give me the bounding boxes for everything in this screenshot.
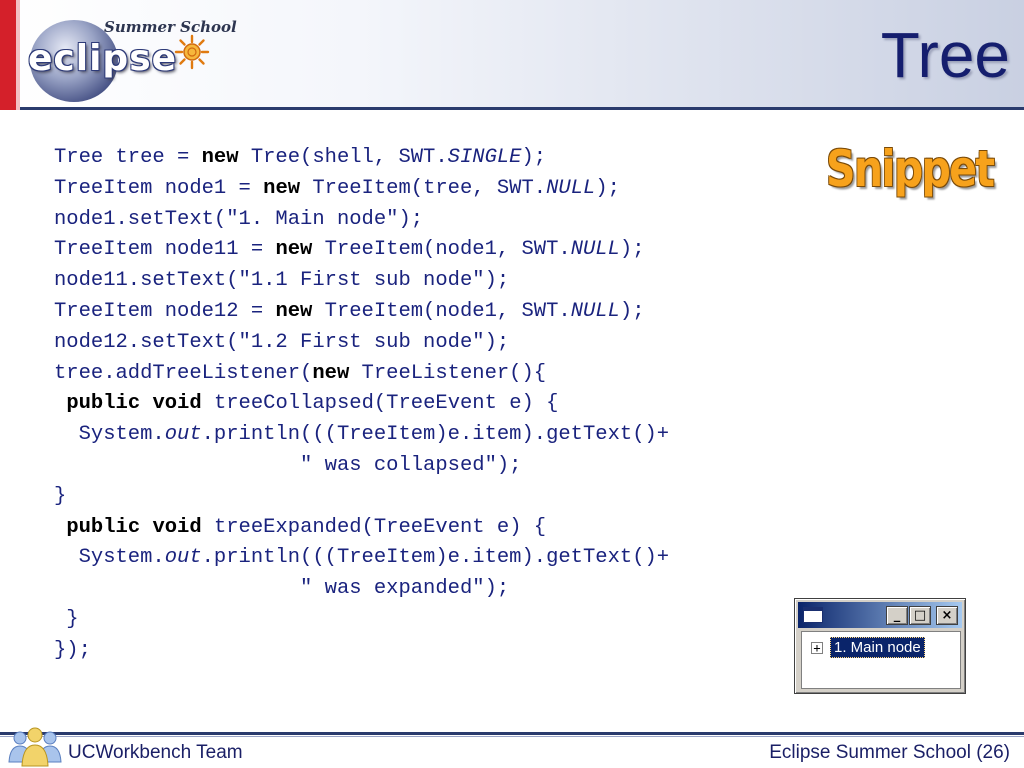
code-keyword: new	[263, 176, 301, 200]
code-line: });	[54, 636, 834, 667]
code-text: tree.addTreeListener(	[54, 361, 313, 385]
code-line: Tree tree = new Tree(shell, SWT.SINGLE);	[54, 143, 834, 174]
code-text: TreeItem node11 =	[54, 238, 276, 262]
code-text: treeExpanded(TreeEvent e) {	[201, 515, 547, 539]
code-keyword: public	[66, 392, 141, 416]
code-line: node11.setText("1.1 First sub node");	[54, 266, 834, 297]
code-text: );	[619, 299, 645, 323]
code-text: System.	[54, 423, 165, 447]
code-constant: out	[164, 546, 202, 570]
footer-page-label: Eclipse Summer School (26)	[769, 742, 1010, 763]
code-text: });	[54, 638, 91, 662]
code-text: }	[54, 484, 67, 508]
team-people-icon	[8, 727, 62, 767]
code-text: Tree(shell, SWT.	[238, 146, 448, 169]
code-text: .println(((TreeItem)e.item).getText()+	[201, 546, 670, 570]
code-text: );	[521, 146, 547, 169]
tree-expand-icon[interactable]: +	[811, 642, 823, 654]
footer-team-name: UCWorkbench Team	[68, 742, 243, 763]
close-button[interactable]: ×	[936, 606, 958, 625]
code-text: " was expanded");	[54, 577, 510, 601]
code-text: System.	[54, 546, 165, 570]
code-text: .println(((TreeItem)e.item).getText()+	[201, 423, 670, 447]
summer-school-label: Summer School	[104, 18, 237, 36]
code-keyword: new	[312, 361, 350, 385]
code-keyword: void	[152, 515, 202, 539]
code-text	[140, 392, 152, 415]
code-text	[54, 516, 66, 539]
example-tree-window: _ □ × + 1. Main node	[794, 598, 966, 694]
code-line: tree.addTreeListener(new TreeListener(){	[54, 359, 834, 390]
code-text: TreeItem(node1, SWT.	[312, 238, 571, 262]
footer-divider-thin	[0, 736, 1024, 737]
code-line: System.out.println(((TreeItem)e.item).ge…	[54, 420, 834, 451]
code-text: TreeItem(node1, SWT.	[312, 299, 571, 323]
sun-icon	[174, 34, 210, 70]
code-line: public void treeExpanded(TreeEvent e) {	[54, 513, 834, 544]
code-text: TreeListener(){	[349, 361, 547, 385]
code-text: node1.setText("1. Main node");	[54, 207, 424, 231]
snippet-badge: Snippet	[826, 140, 995, 198]
code-text: TreeItem node1 =	[54, 176, 264, 200]
code-text: node11.setText("1.1 First sub node");	[54, 269, 510, 293]
eclipse-logo-text: eclipse	[28, 38, 178, 79]
code-line: " was expanded");	[54, 574, 834, 605]
code-text: node12.setText("1.2 First sub node");	[54, 330, 510, 354]
code-constant: NULL	[570, 299, 620, 323]
code-line: }	[54, 605, 834, 636]
code-constant: out	[164, 423, 202, 447]
slide-title: Tree	[880, 19, 1010, 91]
code-constant: NULL	[570, 238, 620, 262]
code-keyword: new	[275, 238, 313, 262]
minimize-button[interactable]: _	[886, 606, 908, 625]
code-keyword: new	[275, 299, 313, 323]
code-line: TreeItem node1 = new TreeItem(tree, SWT.…	[54, 174, 834, 205]
code-line: node12.setText("1.2 First sub node");	[54, 328, 834, 359]
header-accent-bar	[0, 0, 16, 110]
code-keyword: public	[66, 515, 141, 539]
code-line: System.out.println(((TreeItem)e.item).ge…	[54, 543, 834, 574]
header-accent-stripe	[16, 0, 20, 110]
window-titlebar: _ □ ×	[798, 602, 962, 628]
tree-view: + 1. Main node	[801, 631, 961, 689]
code-constant: SINGLE	[447, 146, 522, 169]
tree-item-main-node[interactable]: 1. Main node	[830, 637, 925, 658]
code-line: }	[54, 482, 834, 513]
code-line: node1.setText("1. Main node");	[54, 205, 834, 236]
code-text	[54, 392, 66, 415]
code-line: " was collapsed");	[54, 451, 834, 482]
code-text: }	[54, 607, 79, 631]
code-text: TreeItem(tree, SWT.	[300, 176, 547, 200]
code-text: TreeItem node12 =	[54, 299, 276, 323]
window-app-icon	[803, 607, 823, 623]
code-text: );	[619, 238, 645, 262]
code-keyword: void	[152, 392, 202, 416]
code-keyword: new	[201, 146, 239, 169]
code-text: treeCollapsed(TreeEvent e) {	[201, 392, 559, 416]
code-text	[140, 516, 152, 539]
eclipse-logo-sphere-icon	[30, 20, 118, 102]
code-line: public void treeCollapsed(TreeEvent e) {	[54, 389, 834, 420]
footer-divider	[0, 732, 1024, 735]
code-constant: NULL	[546, 176, 596, 200]
code-line: TreeItem node11 = new TreeItem(node1, SW…	[54, 235, 834, 266]
slide-header: eclipse Summer School Tree	[0, 0, 1024, 110]
code-snippet: Tree tree = new Tree(shell, SWT.SINGLE);…	[54, 143, 834, 667]
maximize-button[interactable]: □	[909, 606, 931, 625]
code-line: TreeItem node12 = new TreeItem(node1, SW…	[54, 297, 834, 328]
code-text: " was collapsed");	[54, 453, 522, 477]
code-text: Tree tree =	[54, 146, 202, 169]
code-text: );	[595, 176, 620, 200]
